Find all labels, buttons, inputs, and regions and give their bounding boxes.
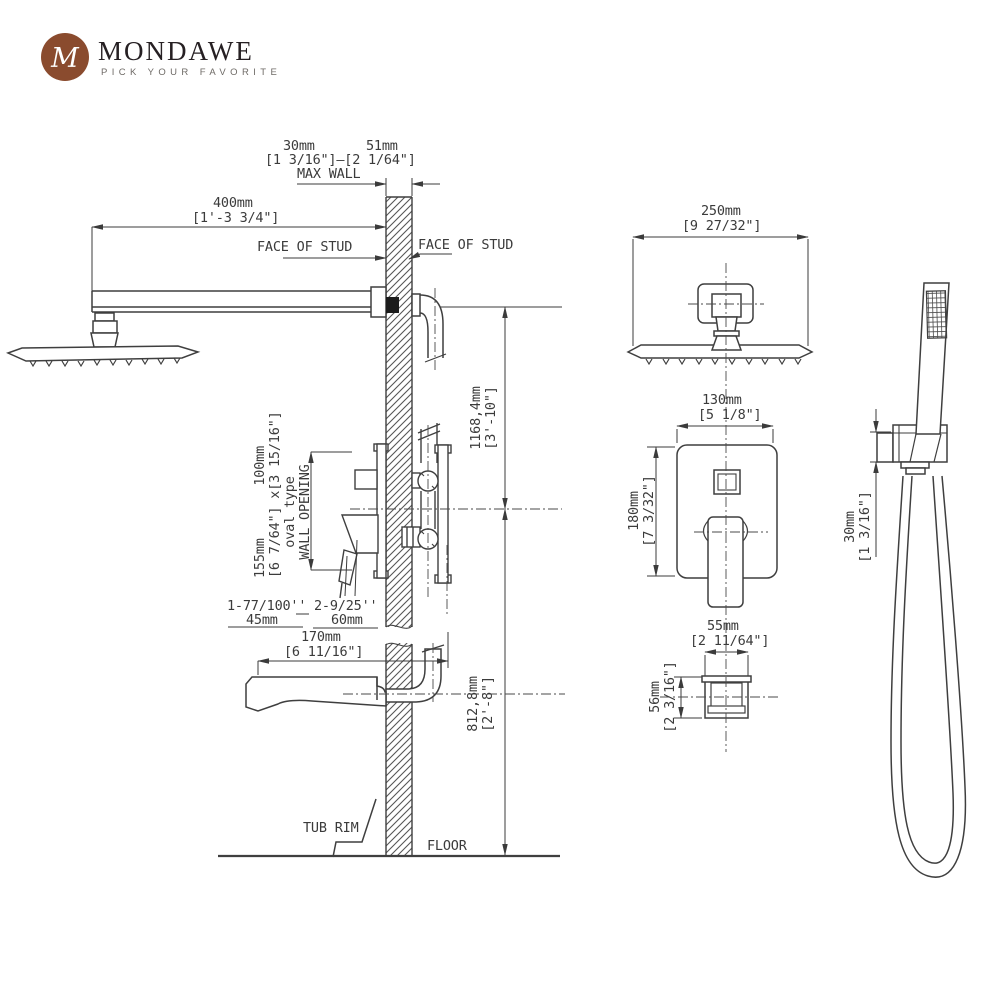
brand-tagline: PICK YOUR FAVORITE bbox=[101, 67, 282, 78]
spout-height-label: 56mm [2 3/16"] bbox=[647, 651, 678, 743]
lower-height-label: 812,8mm [2'-8"] bbox=[465, 654, 496, 754]
tub-spout-front bbox=[701, 675, 752, 719]
valve-height-mm: 180mm bbox=[626, 491, 642, 531]
dimension-lines bbox=[91, 178, 891, 856]
lower-height-mm: 812,8mm bbox=[465, 676, 481, 732]
spout-length-mm-label: 170mm bbox=[301, 629, 341, 645]
max-wall-label: MAX WALL bbox=[297, 166, 361, 182]
arm-length-in-label: [1'-3 3/4"] bbox=[192, 210, 280, 226]
valve-front bbox=[676, 444, 778, 608]
wall-section bbox=[385, 196, 413, 855]
brand-logo: M bbox=[41, 33, 89, 81]
spout-height-in: [2 3/16"] bbox=[662, 661, 678, 733]
wall-range-label: [1 3/16"]—[2 1/64"] bbox=[265, 152, 416, 168]
arm-length-mm-label: 400mm bbox=[213, 195, 253, 211]
centerlines bbox=[343, 263, 778, 752]
holder-size-mm: 30mm bbox=[842, 511, 858, 543]
valve-height-in: [7 3/32"] bbox=[641, 475, 657, 547]
face-of-stud-left-label: FACE OF STUD bbox=[257, 239, 353, 255]
spout-height-mm: 56mm bbox=[647, 681, 663, 713]
shower-head-front bbox=[626, 283, 814, 366]
wall-opening-in-b: [3 15/16"] bbox=[267, 411, 283, 491]
valve-width-in-label: [5 1/8"] bbox=[698, 407, 762, 423]
shower-arm-side bbox=[91, 286, 399, 318]
holder-size-label: 30mm [1 3/16"] bbox=[842, 481, 873, 573]
head-width-in-label: [9 27/32"] bbox=[682, 218, 762, 234]
lower-height-in: [2'-8"] bbox=[480, 676, 496, 732]
wall-opening-in-a: [6 7/64"] x bbox=[267, 490, 283, 578]
wall-opening-type: oval type bbox=[282, 476, 298, 548]
wall-opening-mm-b: 100mm bbox=[252, 446, 268, 486]
wall-opening-label: 155mm 100mm [6 7/64"] x [3 15/16"] oval … bbox=[252, 412, 313, 579]
holder-size-in: [1 3/16"] bbox=[857, 491, 873, 563]
supply-elbow-top bbox=[411, 293, 447, 363]
tub-and-floor bbox=[218, 798, 560, 858]
valve-width-mm-label: 130mm bbox=[702, 392, 742, 408]
spout-width-mm-label: 55mm bbox=[707, 618, 739, 634]
logo-monogram: M bbox=[50, 43, 80, 74]
wall-min-label: 30mm bbox=[283, 138, 315, 154]
upper-height-label: 1168,4mm [3'-10"] bbox=[468, 363, 499, 473]
offset-b-in-label: 2-9/25'' bbox=[314, 598, 378, 614]
wall-opening-title: WALL OPENING bbox=[297, 464, 313, 560]
hand-shower bbox=[876, 282, 967, 878]
offset-a-mm-label: 45mm bbox=[246, 612, 278, 628]
logo-circle-icon bbox=[41, 33, 89, 81]
offset-a-in-label: 1-77/100'' bbox=[227, 598, 307, 614]
upper-height-in: [3'-10"] bbox=[483, 386, 499, 450]
floor-label: FLOOR bbox=[427, 838, 467, 854]
head-width-mm-label: 250mm bbox=[701, 203, 741, 219]
spout-width-in-label: [2 11/64"] bbox=[690, 633, 770, 649]
upper-height-mm: 1168,4mm bbox=[468, 386, 484, 450]
offset-b-mm-label: 60mm bbox=[331, 612, 363, 628]
shower-head-side bbox=[5, 312, 201, 368]
wall-opening-mm-a: 155mm bbox=[252, 538, 268, 578]
valve-height-label: 180mm [7 3/32"] bbox=[626, 459, 657, 563]
valve-side bbox=[338, 423, 452, 599]
brand-name: MONDAWE bbox=[98, 36, 254, 66]
spout-length-in-label: [6 11/16"] bbox=[284, 644, 364, 660]
face-of-stud-right-label: FACE OF STUD bbox=[418, 237, 514, 253]
wall-max-label: 51mm bbox=[366, 138, 398, 154]
tub-rim-label: TUB RIM bbox=[303, 820, 359, 836]
